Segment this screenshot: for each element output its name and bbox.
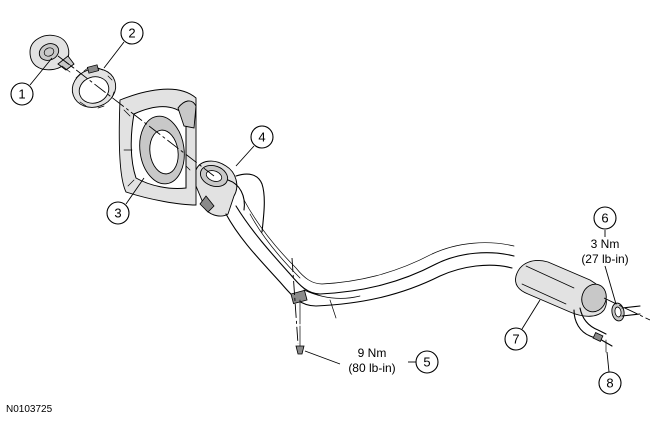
filler-pipe [225, 199, 515, 325]
filler-pocket-housing [118, 88, 197, 206]
hose-clamp [611, 302, 641, 322]
screw [295, 325, 305, 355]
callout-8: 8 [598, 351, 622, 395]
callout-6-torque-nm: 3 Nm [591, 237, 620, 251]
figure-id: N0103725 [6, 404, 53, 415]
callout-7-number: 7 [512, 332, 519, 347]
callout-6-torque-lbin: (27 lb-in) [581, 252, 628, 266]
callout-5: 5 9 Nm (80 lb-in) [304, 346, 439, 375]
callout-4-number: 4 [258, 130, 265, 145]
callout-5-number: 5 [423, 355, 430, 370]
callout-8-number: 8 [606, 376, 613, 391]
alignment-centerlines [57, 55, 650, 345]
callout-1-number: 1 [18, 87, 25, 102]
callout-4: 4 [235, 125, 274, 167]
callout-3: 3 [106, 177, 145, 225]
callout-1: 1 [10, 57, 53, 106]
callout-2: 2 [103, 21, 144, 69]
callout-2-number: 2 [128, 26, 135, 41]
filler-neck [195, 160, 265, 233]
fuel-filler-cap [29, 34, 75, 73]
callout-6-number: 6 [601, 211, 608, 226]
callout-5-torque-lbin: (80 lb-in) [348, 361, 395, 375]
vapor-canister [515, 260, 607, 341]
callout-7: 7 [504, 299, 541, 351]
callout-5-torque-nm: 9 Nm [358, 346, 387, 360]
callout-6: 6 3 Nm (27 lb-in) [581, 206, 629, 305]
callout-3-number: 3 [114, 206, 121, 221]
retaining-ring [71, 64, 117, 109]
vent-tube [592, 332, 613, 353]
